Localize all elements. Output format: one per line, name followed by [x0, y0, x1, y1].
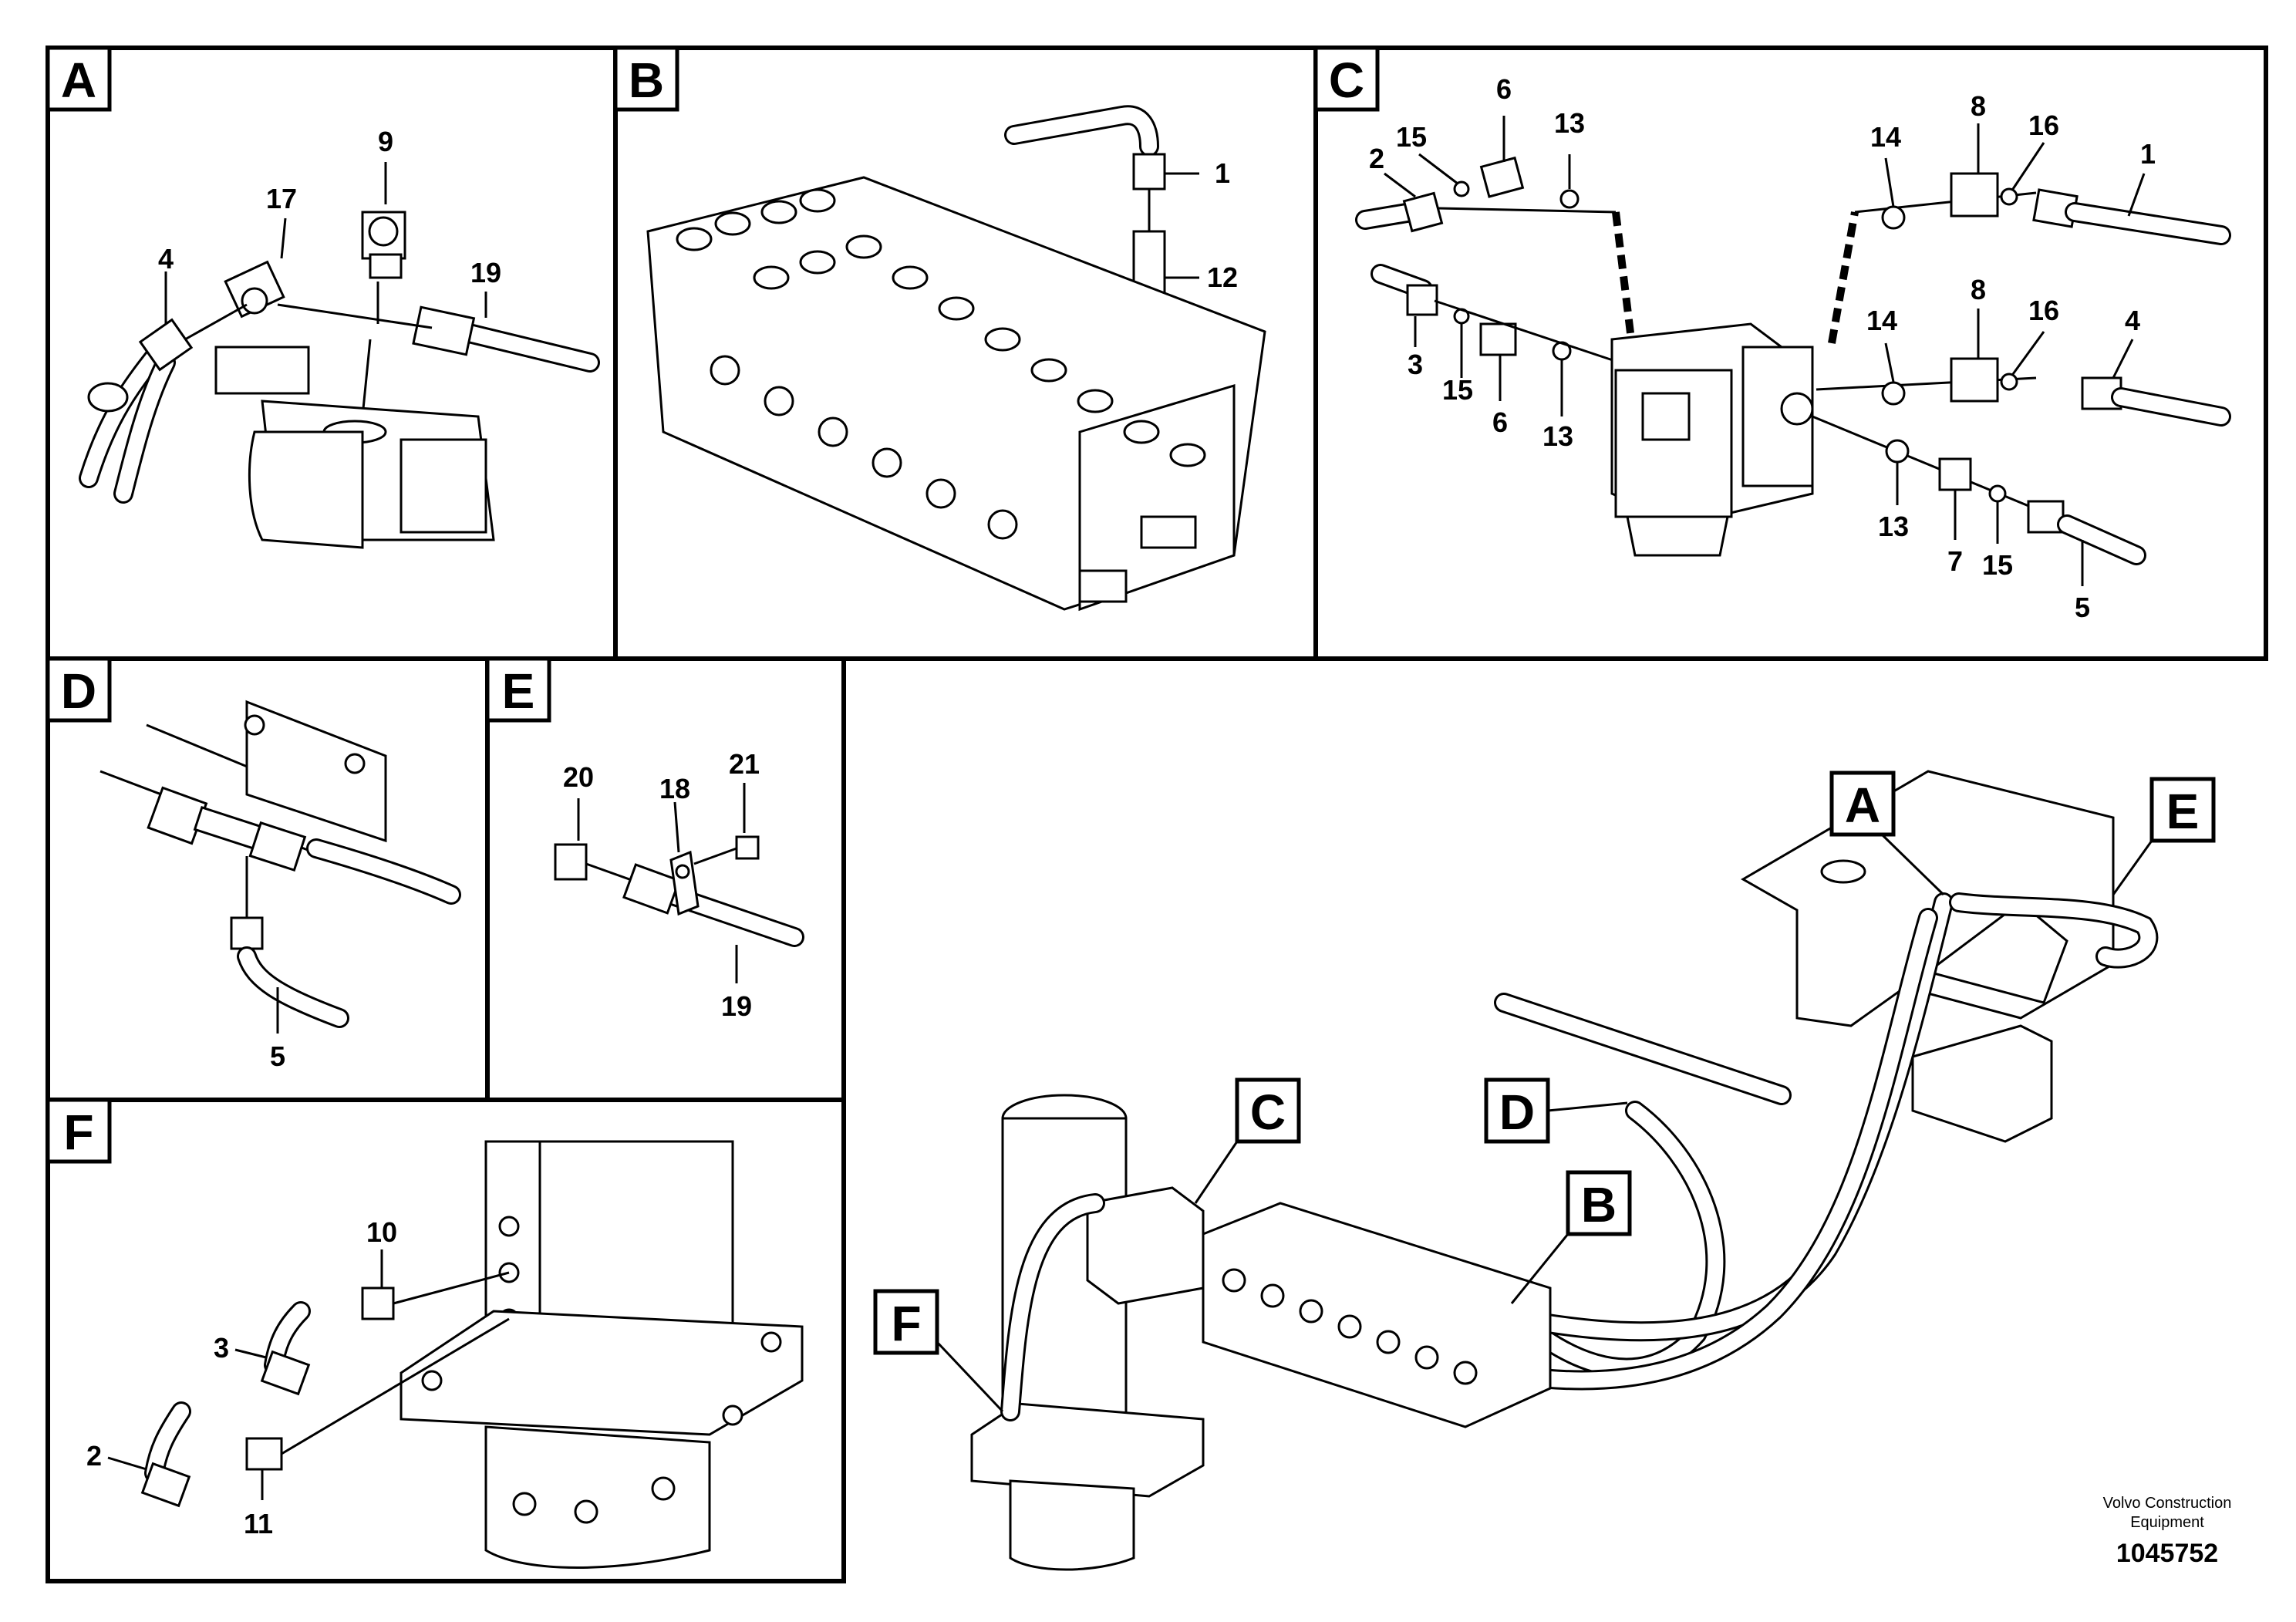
overview-callout-e: E	[2112, 777, 2216, 895]
svg-text:12: 12	[1207, 261, 1238, 293]
svg-text:2: 2	[1369, 143, 1384, 174]
svg-text:13: 13	[1542, 420, 1573, 452]
svg-text:C: C	[1329, 52, 1364, 108]
svg-text:19: 19	[721, 990, 752, 1022]
svg-text:17: 17	[266, 183, 297, 214]
svg-text:D: D	[1499, 1084, 1535, 1140]
svg-text:20: 20	[563, 761, 594, 793]
svg-text:5: 5	[2075, 592, 2090, 623]
panel-c-drawing: 2 15 6 13 14 8 16 1 3 15 6 13 14 8 16 4 …	[1355, 73, 2231, 623]
svg-text:4: 4	[2125, 305, 2140, 336]
svg-text:13: 13	[1878, 511, 1909, 542]
panel-f-tag: F	[46, 1098, 112, 1164]
svg-text:3: 3	[214, 1332, 229, 1364]
svg-text:16: 16	[2028, 110, 2059, 141]
overview-valve-spools	[1222, 1268, 1478, 1385]
svg-text:11: 11	[244, 1508, 273, 1539]
overview-callout-c: C	[1194, 1077, 1301, 1204]
panel-e-tag: E	[485, 656, 551, 723]
svg-text:3: 3	[1408, 349, 1423, 380]
svg-text:8: 8	[1971, 90, 1986, 122]
svg-text:A: A	[1845, 777, 1880, 833]
svg-text:1: 1	[1215, 157, 1230, 189]
svg-text:15: 15	[1982, 549, 2013, 581]
svg-text:A: A	[61, 52, 96, 108]
company-line-2: Equipment	[2130, 1514, 2204, 1531]
svg-text:19: 19	[470, 257, 501, 288]
svg-text:F: F	[891, 1296, 921, 1351]
company-line-1: Volvo Construction	[2103, 1495, 2232, 1512]
svg-text:13: 13	[1554, 107, 1585, 139]
overview-drawing	[970, 770, 2159, 1571]
panel-b-drawing: 1 12	[646, 105, 1266, 612]
svg-text:14: 14	[1870, 121, 1901, 153]
svg-text:C: C	[1250, 1084, 1286, 1140]
drawing-reference: 1045752	[2116, 1539, 2218, 1568]
svg-text:E: E	[502, 663, 535, 719]
panel-b-tag: B	[613, 46, 679, 112]
svg-text:F: F	[63, 1104, 93, 1160]
svg-text:9: 9	[378, 126, 393, 157]
svg-text:5: 5	[270, 1040, 285, 1072]
svg-text:B: B	[1581, 1177, 1617, 1233]
svg-text:7: 7	[1947, 545, 1963, 577]
valve-nameplate	[1140, 515, 1197, 549]
svg-text:D: D	[61, 663, 96, 719]
svg-text:16: 16	[2028, 295, 2059, 326]
svg-text:B: B	[629, 52, 664, 108]
overview-callout-d: D	[1484, 1077, 1628, 1144]
svg-text:15: 15	[1442, 374, 1473, 406]
svg-text:21: 21	[729, 748, 760, 780]
valve-spools	[676, 188, 1206, 540]
svg-text:4: 4	[158, 243, 174, 275]
svg-text:E: E	[2166, 784, 2200, 839]
svg-text:14: 14	[1866, 305, 1897, 336]
footer: Volvo Construction Equipment 1045752	[2103, 1495, 2232, 1568]
overview-callout-f: F	[873, 1289, 1004, 1413]
svg-text:6: 6	[1496, 73, 1512, 105]
svg-text:1: 1	[2140, 138, 2156, 170]
svg-text:8: 8	[1971, 274, 1986, 305]
overview-callout-a: A	[1829, 771, 1945, 896]
svg-text:6: 6	[1492, 406, 1508, 438]
panel-a-tag: A	[46, 46, 112, 112]
panel-c-tag: C	[1313, 46, 1380, 112]
panel-e-drawing: 20 18 21 19	[554, 748, 804, 1022]
svg-text:15: 15	[1396, 121, 1427, 153]
svg-text:18: 18	[659, 773, 690, 804]
panel-d-tag: D	[46, 656, 112, 723]
overview-callout-b: B	[1510, 1170, 1632, 1304]
panel-a-drawing: 9 17 4 19	[79, 126, 600, 549]
panel-d-drawing: 5	[99, 700, 461, 1072]
svg-text:10: 10	[366, 1216, 397, 1248]
panel-f-drawing: 10 3 2 11	[86, 1140, 804, 1569]
svg-text:2: 2	[86, 1440, 102, 1472]
